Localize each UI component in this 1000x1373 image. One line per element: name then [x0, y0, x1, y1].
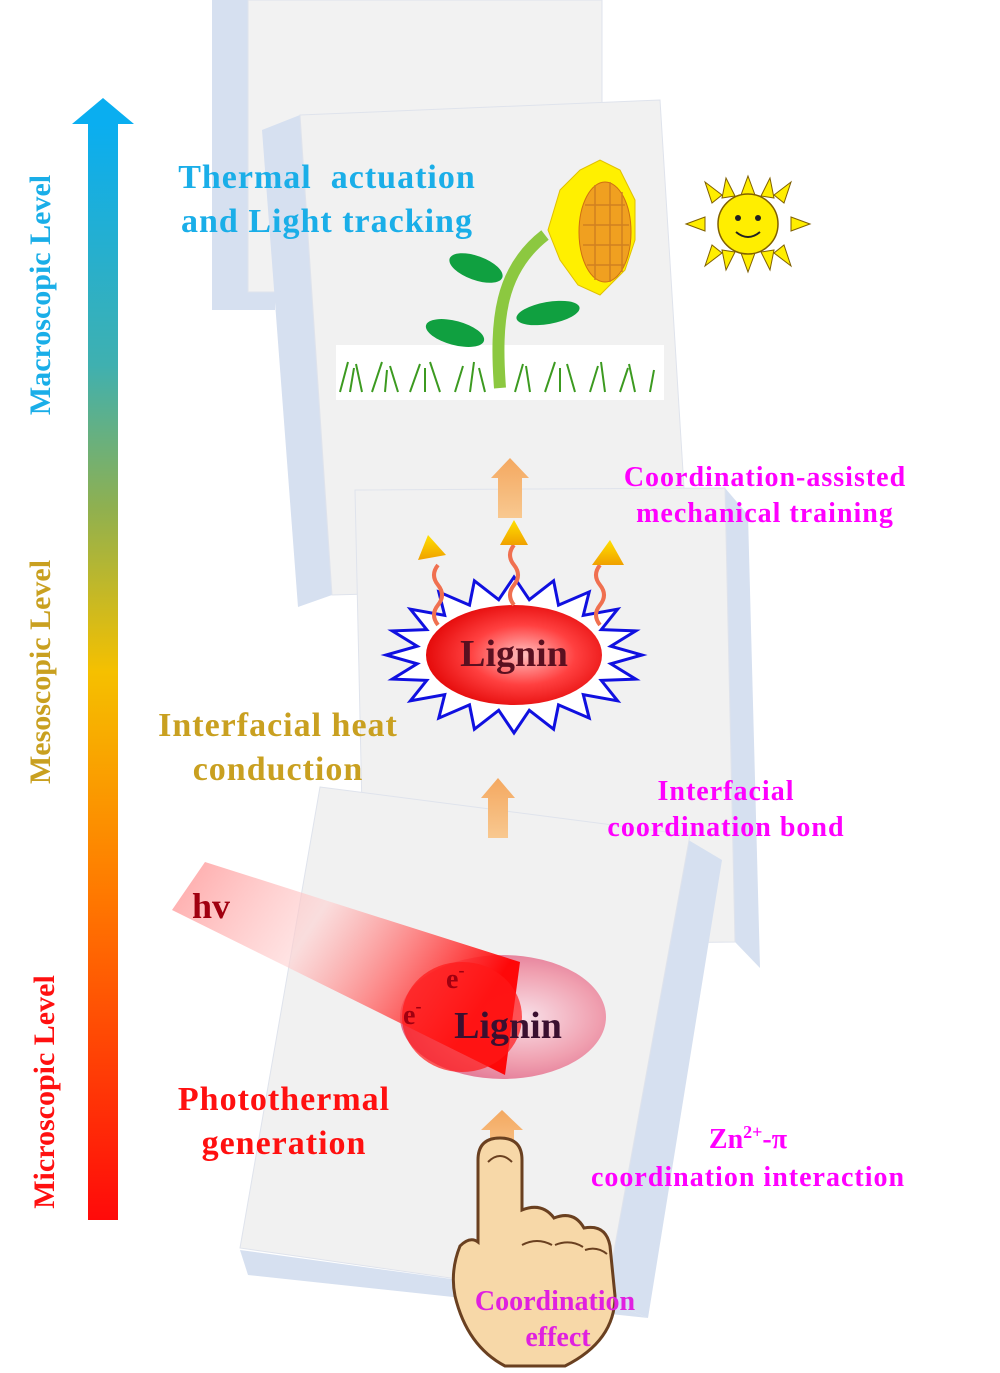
light-tracking-label: and Light tracking: [181, 203, 473, 240]
zn-pi-label: Zn2+-π: [709, 1122, 788, 1155]
sun-icon: [684, 174, 812, 274]
level-arrow: [72, 98, 134, 1220]
lignin-meso-burst: [380, 520, 648, 736]
coordination-interaction-label: coordination interaction: [591, 1162, 905, 1193]
coordination-effect-label: Coordination: [475, 1286, 636, 1317]
up-arrow-bond: [481, 778, 515, 838]
electron-label-2: e-: [403, 996, 421, 1031]
sunflower-illustration: [336, 159, 664, 400]
level-label-meso: Mesoscopic Level: [24, 560, 57, 784]
beam-spot: [402, 962, 522, 1072]
coordination-bond-label: coordination bond: [607, 812, 844, 843]
thermal-actuation-label: Thermal actuation: [178, 159, 476, 196]
generation-label: generation: [202, 1125, 367, 1162]
level-label-macro: Macroscopic Level: [24, 175, 57, 415]
lignin-micro-label: Lignin: [454, 1005, 562, 1047]
pointing-hand-icon: [451, 1136, 617, 1368]
conduction-label: conduction: [193, 751, 364, 788]
level-label-micro: Microscopic Level: [28, 975, 61, 1209]
heat-wave-arrows: [432, 543, 606, 627]
mechanical-training-label: mechanical training: [636, 498, 894, 529]
heat-conduction-label: Interfacial heat: [158, 707, 398, 744]
hv-label: hv: [192, 886, 230, 926]
coordination-training-label: Coordination-assisted: [624, 462, 906, 493]
electron-label-1: e-: [446, 960, 464, 995]
lignin-meso-label: Lignin: [460, 633, 568, 675]
up-arrow-training: [491, 458, 529, 518]
interfacial-label: Interfacial: [658, 776, 795, 807]
photothermal-label: Photothermal: [178, 1081, 390, 1118]
effect-label: effect: [525, 1322, 591, 1353]
